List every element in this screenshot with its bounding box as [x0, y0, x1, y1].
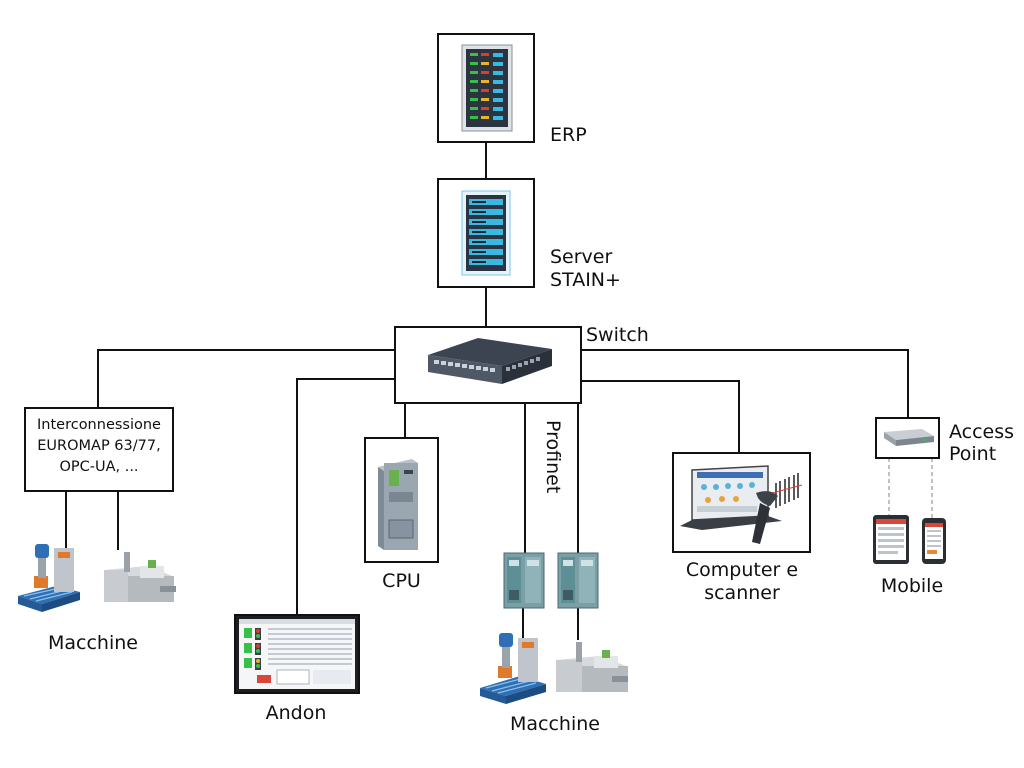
access-point-label-line-2: Point — [949, 443, 997, 465]
press-machine-icon — [104, 552, 176, 602]
interconnection-box[interactable]: Interconnessione EUROMAP 63/77, OPC-UA, … — [24, 407, 174, 492]
mobile-label: Mobile — [880, 575, 944, 597]
link-switch-interconnect — [97, 349, 395, 407]
plc-cpu-icon — [378, 459, 418, 550]
erp-rack-icon — [461, 44, 513, 132]
server-label-line-2: STAIN+ — [550, 269, 621, 291]
connection-lines — [65, 142, 909, 640]
andon-label: Andon — [265, 702, 327, 724]
laptop-icon — [680, 465, 782, 530]
link-switch-access — [581, 349, 909, 418]
switch-label: Switch — [586, 324, 649, 346]
server-rack-icon — [461, 190, 511, 276]
network-switch-icon — [428, 338, 552, 384]
link-switch-andon — [296, 378, 395, 615]
server-label-line-1: Server — [550, 246, 613, 268]
computer-label-line-2: scanner — [704, 582, 780, 604]
machines-left-label: Macchine — [48, 632, 138, 654]
tablet-icon — [873, 515, 909, 564]
profinet-module-icon — [503, 552, 545, 609]
machines-center-label: Macchine — [510, 713, 600, 735]
smartphone-icon — [922, 518, 946, 564]
interconnection-line-3: OPC-UA, ... — [59, 459, 139, 475]
computer-label-line-1: Computer e — [685, 559, 799, 581]
access-point-label-line-1: Access — [949, 421, 1015, 443]
andon-screen-icon — [234, 614, 360, 694]
profinet-label: Profinet — [542, 420, 564, 494]
injection-machine-icon — [18, 544, 80, 612]
access-point-icon — [884, 429, 934, 446]
interconnection-line-1: Interconnessione — [37, 417, 161, 433]
barcode-scanner-icon — [752, 473, 803, 544]
wireless-lines — [888, 458, 933, 520]
injection-machine-icon — [480, 633, 546, 704]
erp-label: ERP — [550, 124, 587, 146]
link-switch-computer — [581, 380, 740, 453]
press-machine-icon — [556, 642, 628, 692]
cpu-label: CPU — [382, 570, 421, 592]
interconnection-line-2: EUROMAP 63/77, — [37, 438, 161, 454]
profinet-module-icon — [557, 552, 599, 609]
